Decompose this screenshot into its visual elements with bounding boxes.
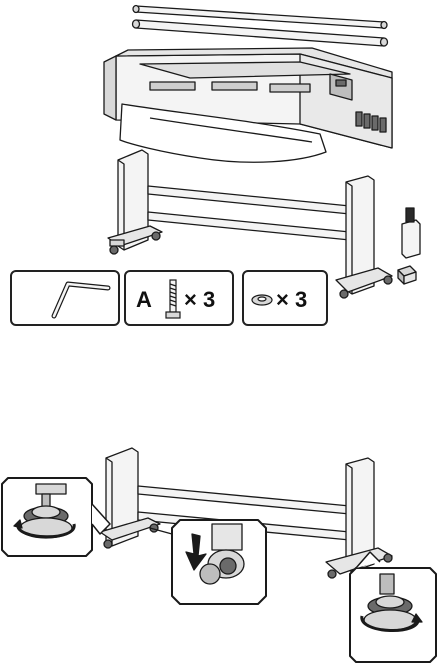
hex-key-box [10, 270, 120, 326]
left-adjuster-callout [2, 478, 110, 556]
washer-box: × 3 [242, 270, 328, 326]
washer-icon [252, 295, 272, 305]
printer-body [104, 48, 392, 162]
bolt-a-box: A × 3 [124, 270, 234, 326]
hex-key-icon [12, 272, 118, 324]
right-adjuster-callout [350, 552, 436, 662]
caster-callout [150, 520, 266, 604]
maintenance-bottle [402, 208, 420, 258]
bolt-icon [166, 280, 180, 318]
bolt-count: × 3 [184, 287, 215, 312]
washer-count: × 3 [276, 287, 307, 312]
small-accessory-block [398, 266, 416, 284]
bolt-letter: A [136, 287, 152, 312]
stand-caster-illustration [0, 424, 440, 664]
